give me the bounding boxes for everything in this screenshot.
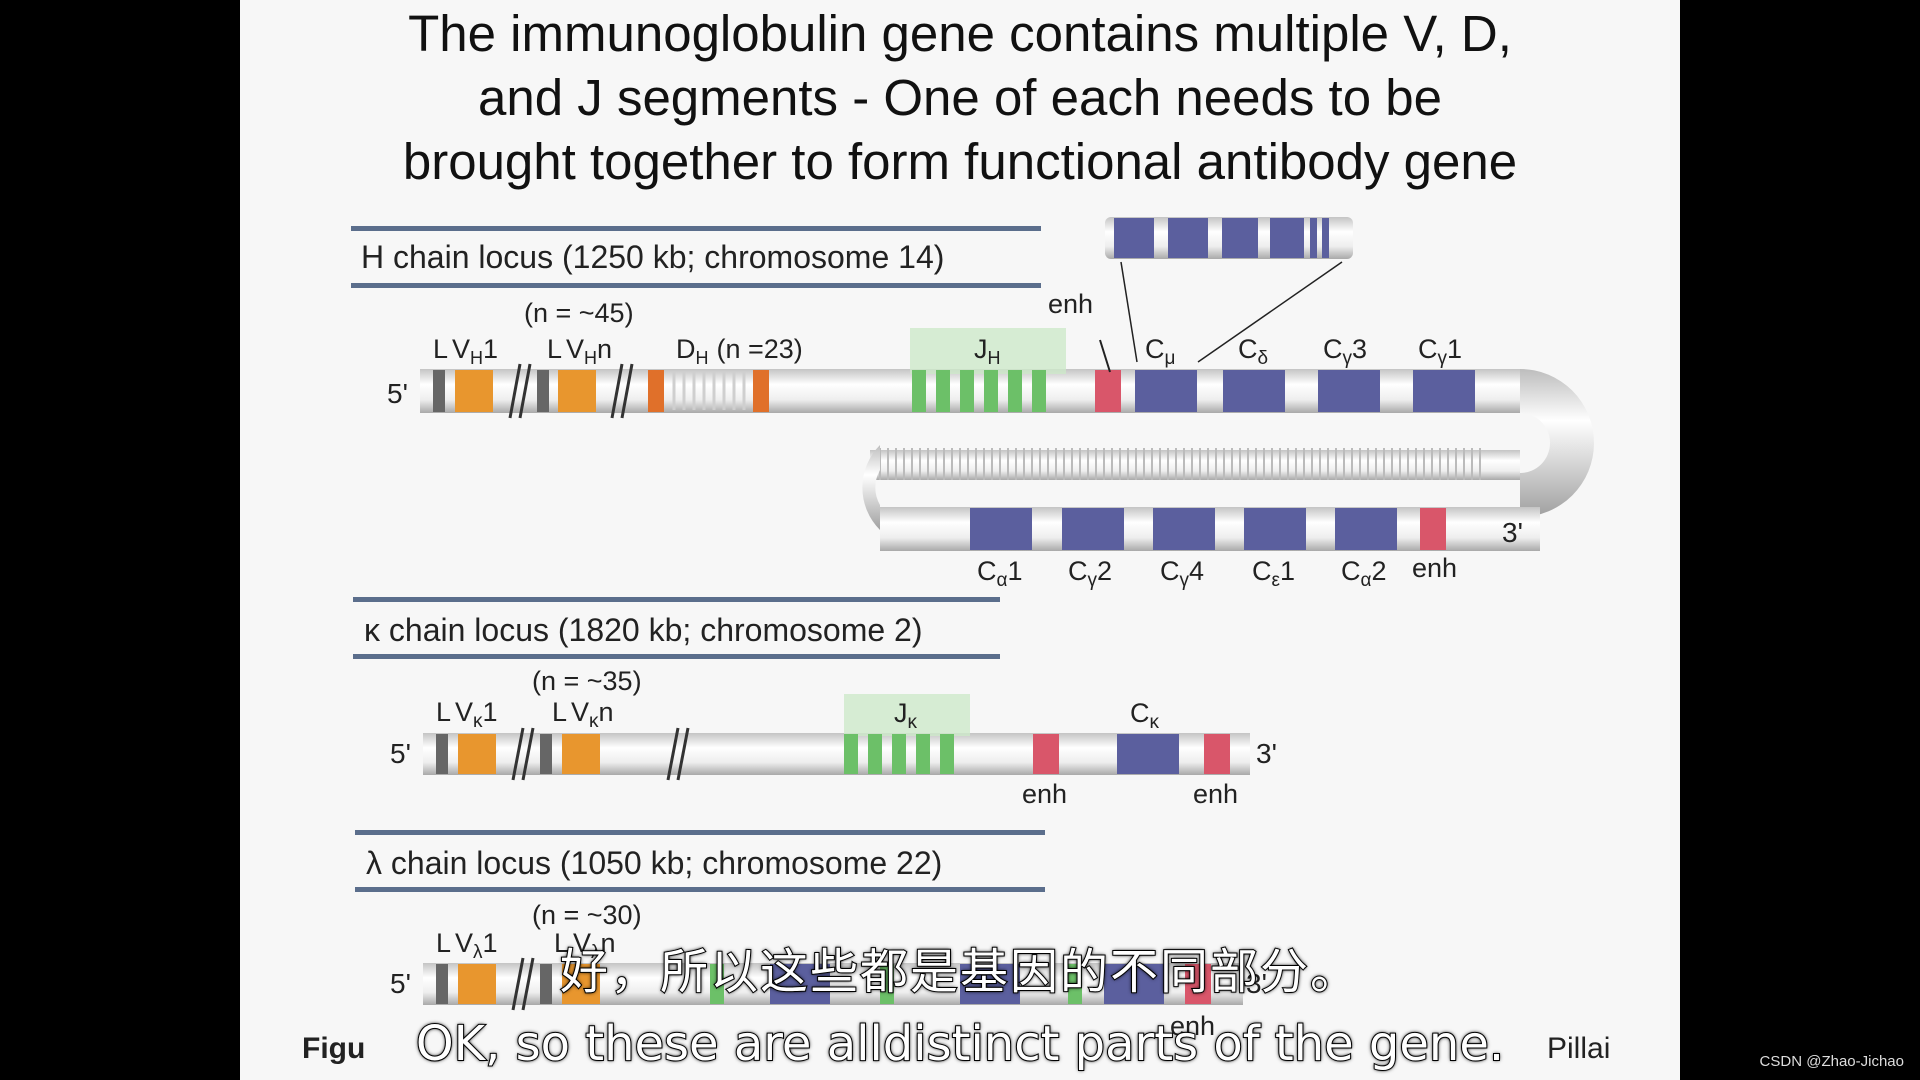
- heavy-c-label-epsilon1: Cε1: [1252, 556, 1295, 591]
- kappa-enhancer-2: [1204, 734, 1230, 774]
- lambda-header-bar-bottom: [355, 887, 1045, 892]
- heavy-j-label: JH: [974, 334, 1001, 368]
- lambda-3prime: 3': [1246, 968, 1267, 999]
- heavy-vn-segment: [558, 370, 596, 412]
- heavy-enhancer-top: [1095, 370, 1121, 412]
- kappa-vn-segment: [562, 734, 600, 774]
- csdn-watermark: CSDN @Zhao-Jichao: [1759, 1053, 1904, 1070]
- heavy-enh-label-bottom: enh: [1412, 553, 1457, 583]
- heavy-locus-header: H chain locus (1250 kb; chromosome 14): [361, 239, 944, 275]
- kappa-chain-locus: κ chain locus (1820 kb; chromosome 2) (n…: [353, 597, 1490, 809]
- heavy-v1-segment: [455, 370, 493, 412]
- title-line-3: brought together to form functional anti…: [402, 133, 1518, 190]
- heavy-constant-lower: [970, 508, 1397, 550]
- title-line-1: The immunoglobulin gene contains multipl…: [408, 5, 1512, 62]
- kappa-enh-label-2: enh: [1193, 779, 1238, 809]
- heavy-c-label-mu: Cμ: [1145, 334, 1175, 369]
- heavy-d-segment-n: [753, 370, 769, 412]
- heavy-enhancer-bottom: [1420, 508, 1446, 550]
- lambda-header-bar-top: [355, 830, 1045, 835]
- heavy-header-bar-top: [351, 226, 1041, 231]
- heavy-dna-loop-left: [862, 445, 880, 530]
- lambda-enh-label: enh: [1170, 1011, 1215, 1041]
- figure-caption-left: Figu: [302, 1032, 365, 1065]
- heavy-dna-loop-right: [1520, 369, 1594, 517]
- heavy-v-count: (n = ~45): [524, 298, 634, 328]
- kappa-v1-segment: [458, 734, 496, 774]
- lambda-locus-header: λ chain locus (1050 kb; chromosome 22): [366, 845, 942, 881]
- heavy-c-label-alpha1: Cα1: [977, 556, 1023, 591]
- lambda-chain-locus: λ chain locus (1050 kb; chromosome 22) (…: [355, 830, 1267, 1041]
- lambda-5prime: 5': [390, 968, 411, 999]
- heavy-dna-hatching: [879, 448, 1481, 480]
- heavy-j-highlight: [910, 328, 1066, 374]
- kappa-j-label: Jκ: [894, 698, 918, 733]
- heavy-enh-label-top: enh: [1048, 289, 1093, 319]
- kappa-c-label: Cκ: [1130, 698, 1160, 733]
- heavy-c-label-delta: Cδ: [1238, 334, 1268, 369]
- heavy-d-label: DH(n =23): [676, 334, 803, 368]
- kappa-c-segment: [1117, 734, 1179, 774]
- heavy-constant-upper: [1135, 370, 1475, 412]
- lambda-v-count: (n = ~30): [532, 900, 642, 930]
- heavy-d-segment-1: [648, 370, 664, 412]
- lambda-v1-segment: [458, 964, 496, 1004]
- kappa-j-segments: [844, 734, 954, 774]
- slide: The immunoglobulin gene contains multipl…: [240, 0, 1680, 1080]
- kappa-3prime: 3': [1256, 738, 1277, 769]
- heavy-chain-locus: H chain locus (1250 kb; chromosome 14): [351, 217, 1594, 591]
- lambda-enhancer: [1185, 964, 1211, 1004]
- heavy-c-label-gamma2: Cγ2: [1068, 556, 1112, 591]
- heavy-5prime: 5': [387, 378, 408, 409]
- lambda-vn-segment: [562, 964, 600, 1004]
- kappa-5prime: 5': [390, 738, 411, 769]
- title-line-2: and J segments - One of each needs to be: [478, 69, 1442, 126]
- kappa-enh-label-1: enh: [1022, 779, 1067, 809]
- kappa-locus-header: κ chain locus (1820 kb; chromosome 2): [364, 612, 922, 648]
- kappa-header-bar-top: [353, 597, 1000, 602]
- kappa-v-count: (n = ~35): [532, 666, 642, 696]
- lambda-jc-pairs: [710, 964, 1164, 1004]
- kappa-j-highlight: [844, 694, 970, 736]
- heavy-3prime: 3': [1502, 517, 1523, 548]
- heavy-j-segments: [912, 370, 1046, 412]
- kappa-header-bar-bottom: [353, 654, 1000, 659]
- heavy-c-label-alpha2: Cα2: [1341, 556, 1387, 591]
- figure-caption-right: Pillai: [1547, 1032, 1610, 1065]
- slide-title: The immunoglobulin gene contains multipl…: [240, 2, 1680, 194]
- heavy-header-bar-bottom: [351, 283, 1041, 288]
- heavy-dna-middle: [870, 450, 1520, 480]
- heavy-c-label-gamma4: Cγ4: [1160, 556, 1204, 591]
- ig-locus-diagram: H chain locus (1250 kb; chromosome 14): [302, 217, 1610, 1065]
- heavy-inset: [1105, 217, 1353, 363]
- heavy-c-label-gamma1: Cγ1: [1418, 334, 1462, 369]
- heavy-c-label-gamma3: Cγ3: [1323, 334, 1367, 369]
